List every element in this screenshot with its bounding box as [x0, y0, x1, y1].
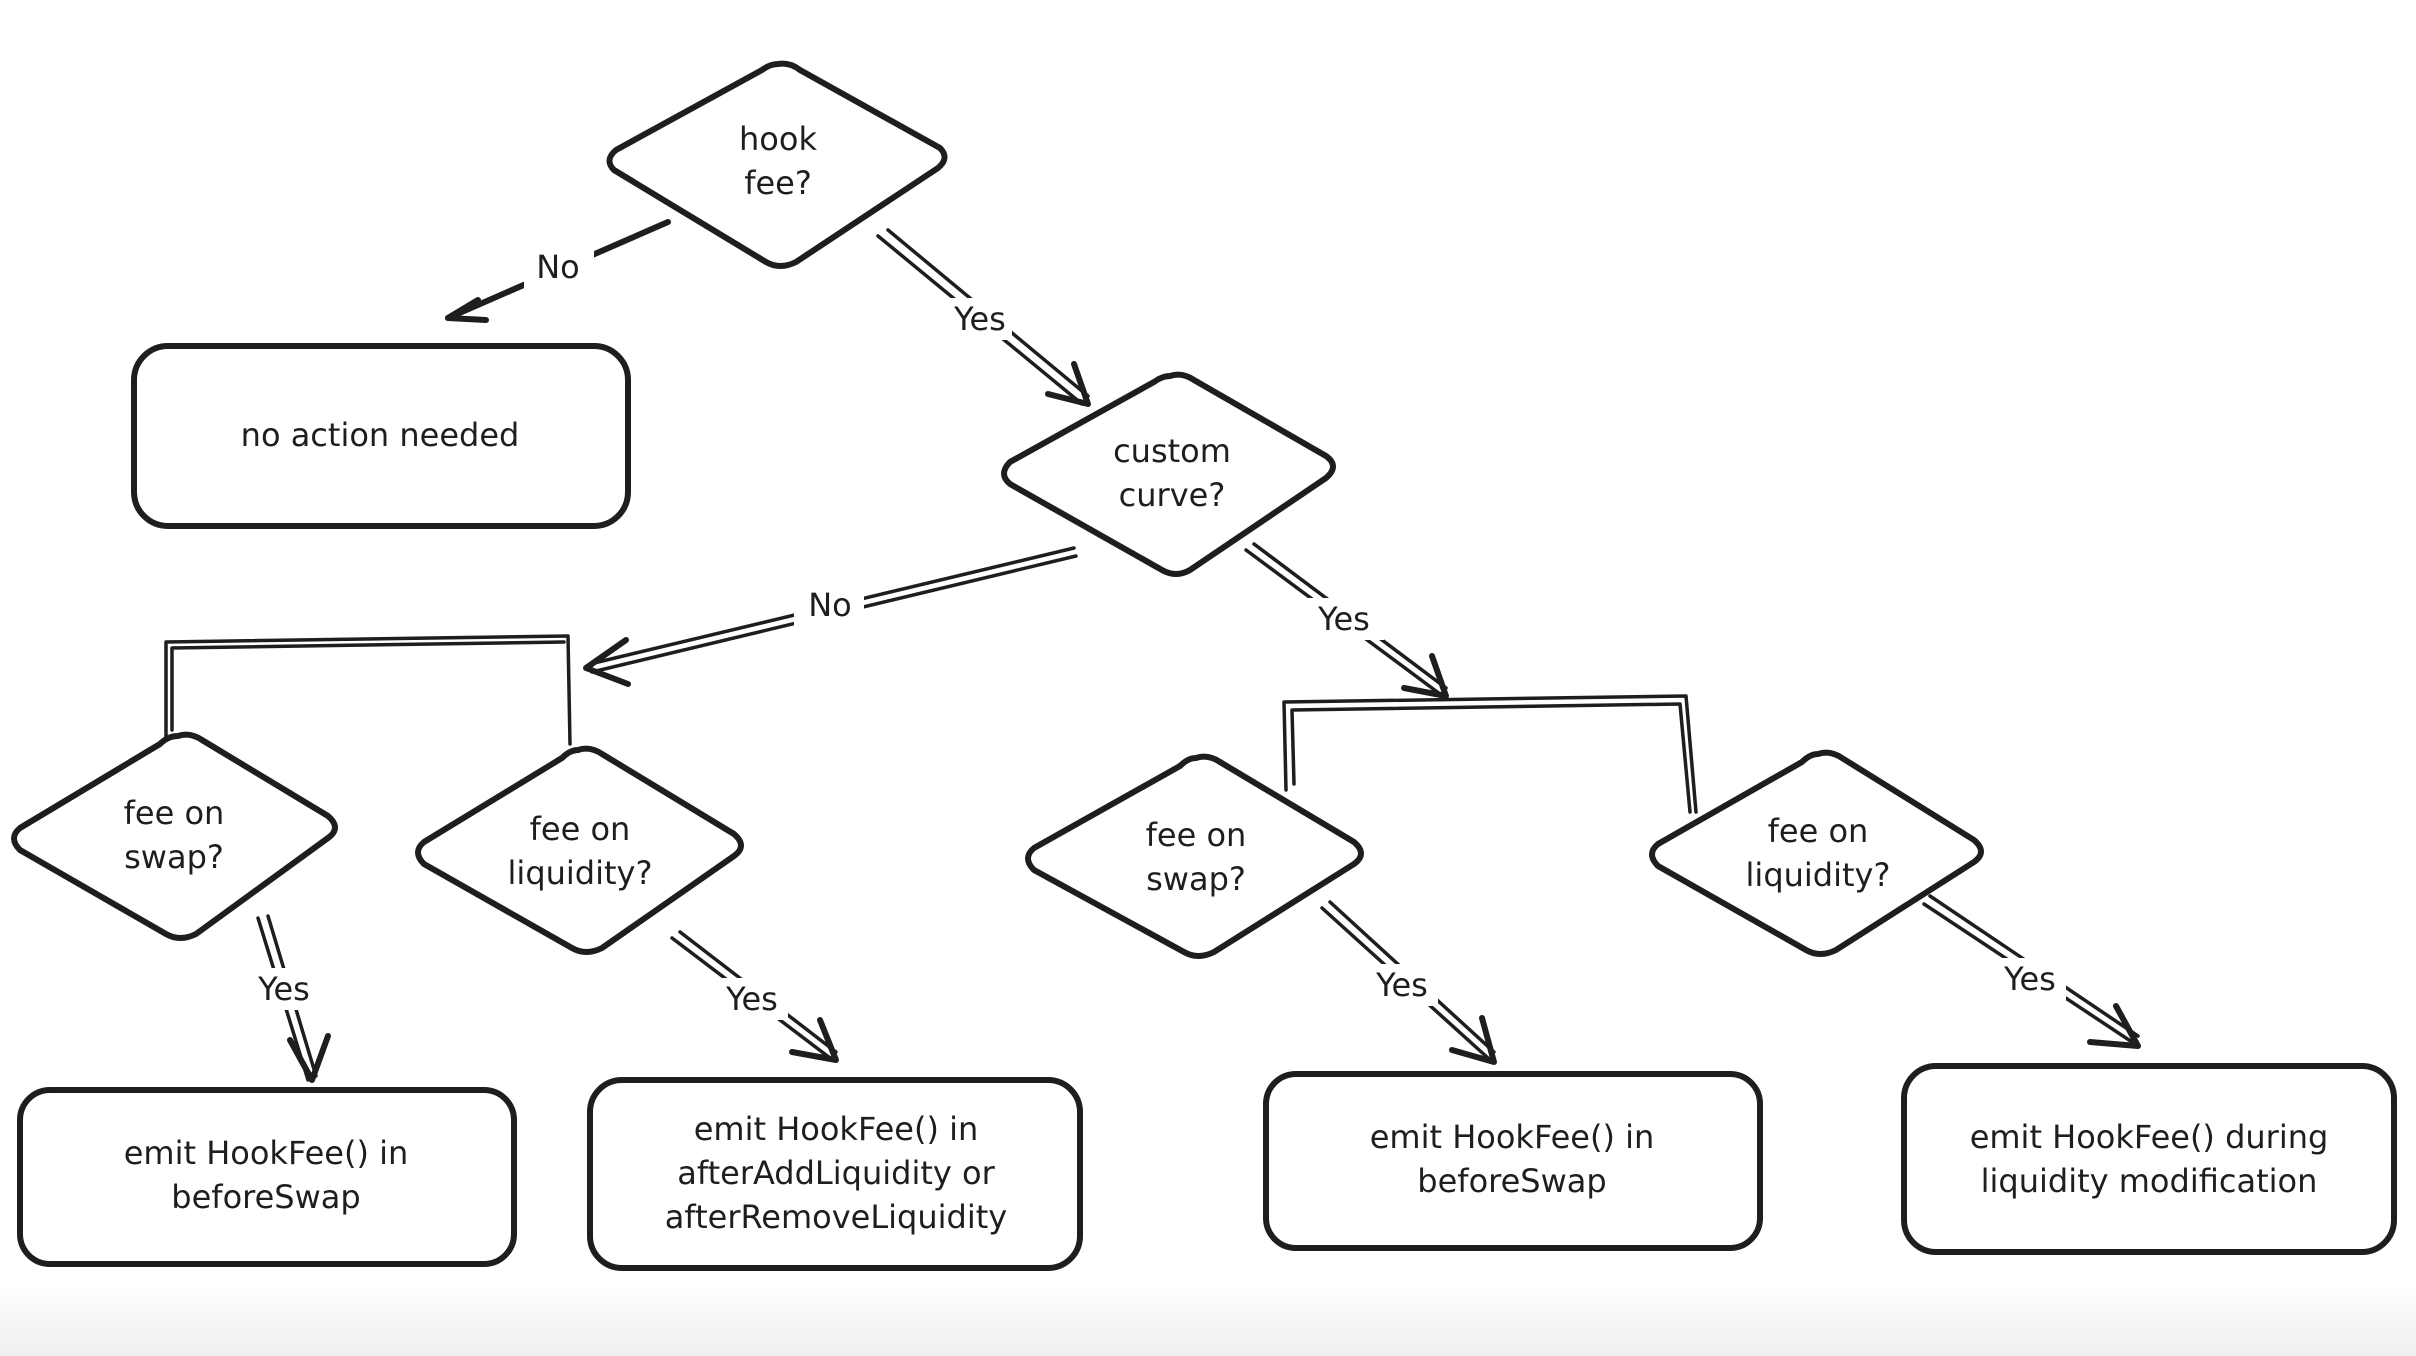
decision-hook-fee-line2: fee? — [744, 164, 812, 202]
edge-label-curve-yes: Yes — [1317, 600, 1370, 638]
decision-fee-liq-left-line1: fee on — [530, 810, 631, 848]
bracket-right — [1282, 694, 1698, 814]
bracket-right-2 — [1290, 702, 1692, 814]
edge-label-bg — [794, 584, 864, 626]
box-emit-during-liquidity-line2: liquidity modification — [1981, 1162, 2318, 1200]
arrowhead-swap-right-yes — [1449, 1015, 1497, 1065]
edge-label-bg — [942, 298, 1012, 340]
box-emit-after-liquidity-line2: afterAddLiquidity or — [677, 1154, 995, 1192]
box-no-action-line1: no action needed — [241, 416, 520, 454]
box-no-action: no action needed — [131, 343, 631, 529]
decision-custom-curve: custom curve? — [1001, 371, 1336, 577]
edge-label-liq-right-yes: Yes — [2003, 960, 2056, 998]
decision-fee-swap-right: fee on swap? — [1025, 753, 1364, 959]
arrowhead-hook-yes — [1045, 361, 1091, 407]
box-emit-before-swap-right: emit HookFee() in beforeSwap — [1263, 1071, 1763, 1251]
decision-fee-liq-left: fee on liquidity? — [415, 745, 744, 955]
box-emit-during-liquidity-line1: emit HookFee() during — [1970, 1118, 2329, 1156]
decision-custom-curve-line2: curve? — [1119, 476, 1226, 514]
edge-label-hook-no: No — [536, 248, 580, 286]
edge-label-curve-no: No — [808, 586, 852, 624]
box-emit-after-liquidity-line1: emit HookFee() in — [694, 1110, 979, 1148]
arrowhead-liq-right-yes — [2087, 1003, 2141, 1049]
bracket-left-2 — [170, 640, 566, 732]
decision-fee-swap-left-line2: swap? — [124, 838, 224, 876]
arrowhead-swap-left-yes — [287, 1033, 331, 1083]
edge-label-bg — [716, 978, 788, 1020]
decision-fee-liq-left-line2: liquidity? — [508, 854, 653, 892]
decision-custom-curve-line1: custom — [1113, 432, 1231, 470]
arrowhead-curve-yes — [1401, 653, 1449, 699]
edge-label-bg — [1308, 598, 1384, 640]
decision-hook-fee: hook fee? — [606, 60, 948, 269]
edge-label-hook-yes: Yes — [953, 300, 1006, 338]
decision-fee-liq-right: fee on liquidity? — [1649, 749, 1984, 957]
box-emit-after-liquidity: emit HookFee() in afterAddLiquidity or a… — [587, 1077, 1083, 1271]
box-emit-before-swap-left-line2: beforeSwap — [171, 1178, 360, 1216]
decision-fee-liq-right-line2: liquidity? — [1746, 856, 1891, 894]
box-emit-before-swap-left-line1: emit HookFee() in — [124, 1134, 409, 1172]
arrowhead-curve-no — [583, 637, 631, 687]
edge-label-bg — [1994, 958, 2066, 1000]
edge-label-bg — [248, 968, 320, 1010]
decision-fee-liq-right-line1: fee on — [1768, 812, 1869, 850]
edge-label-bg — [524, 246, 594, 288]
box-emit-before-swap-right-line2: beforeSwap — [1417, 1162, 1606, 1200]
bottom-shadow — [0, 1286, 2416, 1356]
arrowhead-liq-left-yes — [789, 1017, 839, 1063]
decision-fee-swap-right-line2: swap? — [1146, 860, 1246, 898]
edge-label-liq-left-yes: Yes — [725, 980, 778, 1018]
decision-fee-swap-right-line1: fee on — [1146, 816, 1247, 854]
edge-label-swap-left-yes: Yes — [257, 970, 310, 1008]
box-emit-during-liquidity: emit HookFee() during liquidity modifica… — [1901, 1063, 2397, 1255]
box-emit-before-swap-left: emit HookFee() in beforeSwap — [17, 1087, 517, 1267]
box-emit-after-liquidity-line3: afterRemoveLiquidity — [665, 1198, 1007, 1236]
edge-label-bg — [1366, 964, 1438, 1006]
decision-fee-swap-left: fee on swap? — [11, 731, 338, 941]
decision-hook-fee-line1: hook — [739, 120, 817, 158]
decision-fee-swap-left-line1: fee on — [124, 794, 225, 832]
bracket-left — [164, 634, 572, 746]
box-emit-before-swap-right-line1: emit HookFee() in — [1370, 1118, 1655, 1156]
arrowhead-hook-no — [445, 297, 489, 323]
edge-label-swap-right-yes: Yes — [1375, 966, 1428, 1004]
